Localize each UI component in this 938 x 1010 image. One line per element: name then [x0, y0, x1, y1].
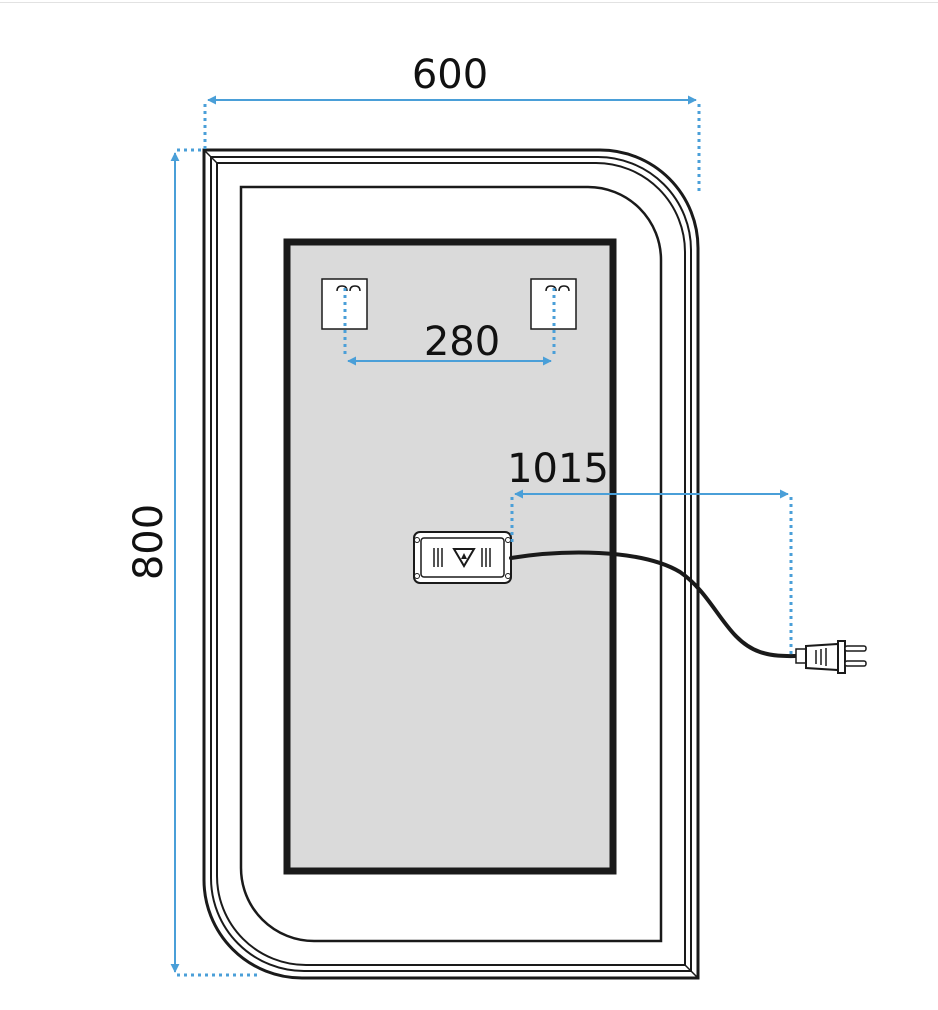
frame-inner-border [239, 185, 663, 943]
width-dimension: 600 [203, 52, 701, 194]
mount-spacing-dimension: 280 [343, 288, 556, 366]
power-cable [509, 550, 802, 659]
cable-length-dimension: 1015 [507, 446, 793, 656]
height-label: 800 [126, 504, 172, 580]
warning-triangle-icon [452, 548, 476, 568]
mounting-bracket-right [530, 278, 577, 330]
frame-corner-bevel-top [203, 149, 218, 164]
cable-length-label: 1015 [507, 446, 609, 492]
height-dimension: 800 [126, 148, 258, 977]
driver-box [413, 531, 512, 584]
euro-plug-icon [795, 640, 867, 674]
mirror-frame [202, 148, 700, 980]
width-label: 600 [412, 52, 488, 98]
mount-spacing-label: 280 [424, 319, 500, 365]
top-divider [0, 2, 938, 3]
frame-corner-bevel-bottom [684, 964, 699, 979]
